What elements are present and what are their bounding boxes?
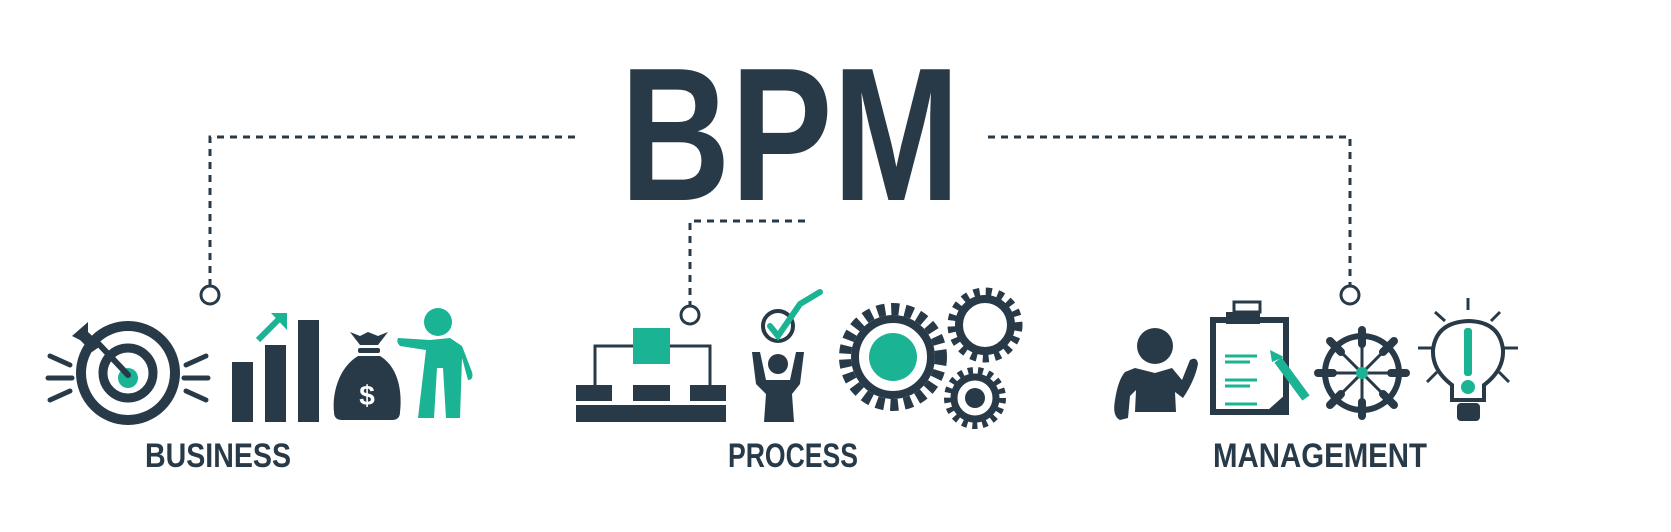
page-title: BPM xyxy=(620,29,960,241)
flowchart-icon xyxy=(576,328,726,422)
approval-person-icon xyxy=(752,289,823,422)
presenter-icon xyxy=(397,308,473,418)
section-label-business: BUSINESS xyxy=(145,437,291,475)
ship-wheel-icon xyxy=(1314,326,1410,420)
manager-icon xyxy=(1114,328,1198,420)
gears-icon xyxy=(839,287,1023,429)
section-label-management: MANAGEMENT xyxy=(1213,437,1427,475)
money-bag-icon: $ xyxy=(333,332,401,420)
connector-business xyxy=(199,135,575,306)
dollar-sign: $ xyxy=(359,380,375,411)
section-label-process: PROCESS xyxy=(728,437,858,475)
clipboard-icon xyxy=(1210,300,1310,415)
idea-bulb-icon xyxy=(1418,298,1518,421)
target-icon xyxy=(45,321,211,425)
growth-chart-icon xyxy=(232,313,319,422)
connector-process xyxy=(679,219,805,326)
connector-management xyxy=(988,135,1361,306)
